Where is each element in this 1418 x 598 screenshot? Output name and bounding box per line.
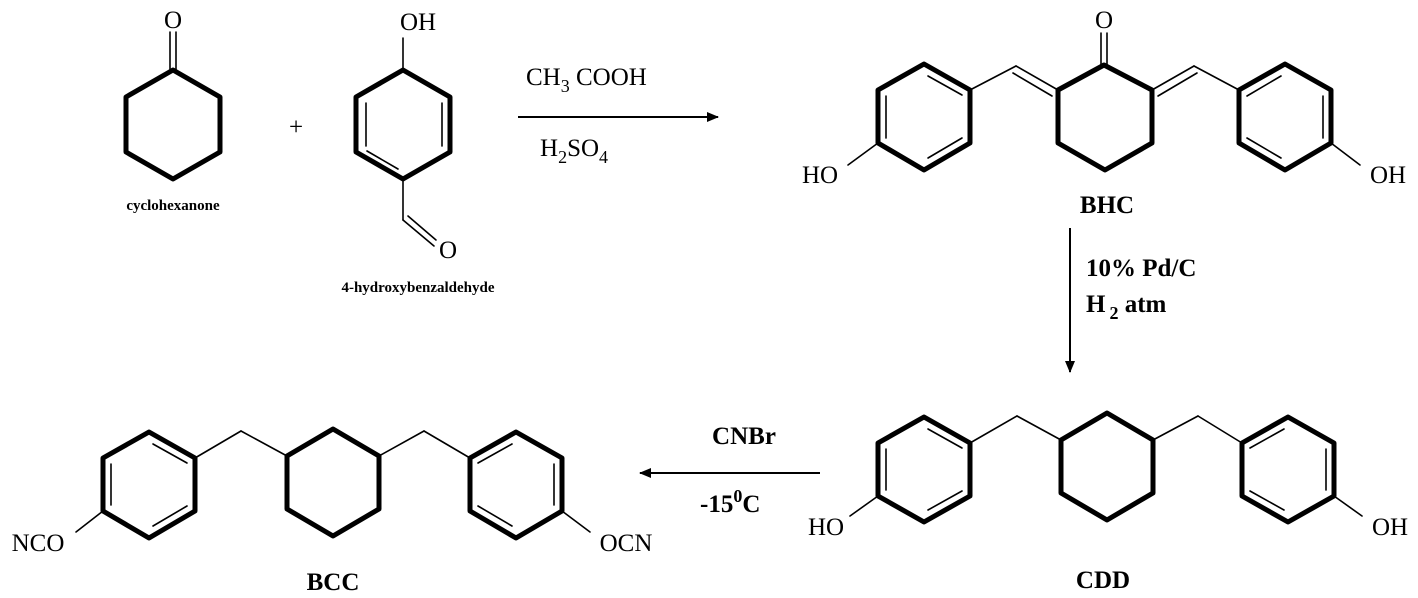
bhc-left-hydroxyl: HO: [802, 162, 838, 189]
step3-temperature: -150C: [700, 486, 760, 518]
hydroxybenzaldehyde-structure: OH O: [353, 9, 457, 264]
cdd-left-hydroxyl: HO: [808, 514, 844, 541]
bcc-left-cyanate: NCO: [12, 530, 65, 557]
hydroxybenzaldehyde-name: 4-hydroxybenzaldehyde: [341, 280, 494, 296]
cyclohexanone-structure: O: [123, 7, 223, 182]
aldehyde-oxygen-label: O: [439, 237, 457, 264]
step3-arrow: CNBr -150C: [639, 423, 820, 518]
bhc-ketone-oxygen: O: [1095, 7, 1113, 34]
step1-arrow: CH3 COOH H2SO4: [518, 64, 719, 167]
bhc-structure: O HO OH: [802, 7, 1406, 189]
cdd-right-hydroxyl: OH: [1372, 514, 1408, 541]
plus-sign: +: [289, 114, 303, 141]
bhc-name: BHC: [1080, 192, 1134, 219]
bcc-right-cyanate: OCN: [600, 530, 653, 557]
hydroxyl-label: OH: [400, 9, 436, 36]
bcc-name: BCC: [307, 569, 360, 596]
step3-reagent-cnbr: CNBr: [712, 423, 776, 450]
bcc-structure: NCO OCN: [12, 426, 653, 557]
step1-reagent-acetic-acid: CH3 COOH: [526, 64, 647, 96]
cdd-structure: HO OH: [808, 410, 1408, 541]
carbonyl-oxygen-label: O: [164, 7, 182, 34]
step1-reagent-sulfuric-acid: H2SO4: [540, 135, 608, 167]
step2-catalyst: 10% Pd/C: [1086, 255, 1196, 282]
cyclohexanone-name: cyclohexanone: [126, 198, 220, 214]
cdd-name: CDD: [1076, 567, 1130, 594]
bhc-right-hydroxyl: OH: [1370, 162, 1406, 189]
